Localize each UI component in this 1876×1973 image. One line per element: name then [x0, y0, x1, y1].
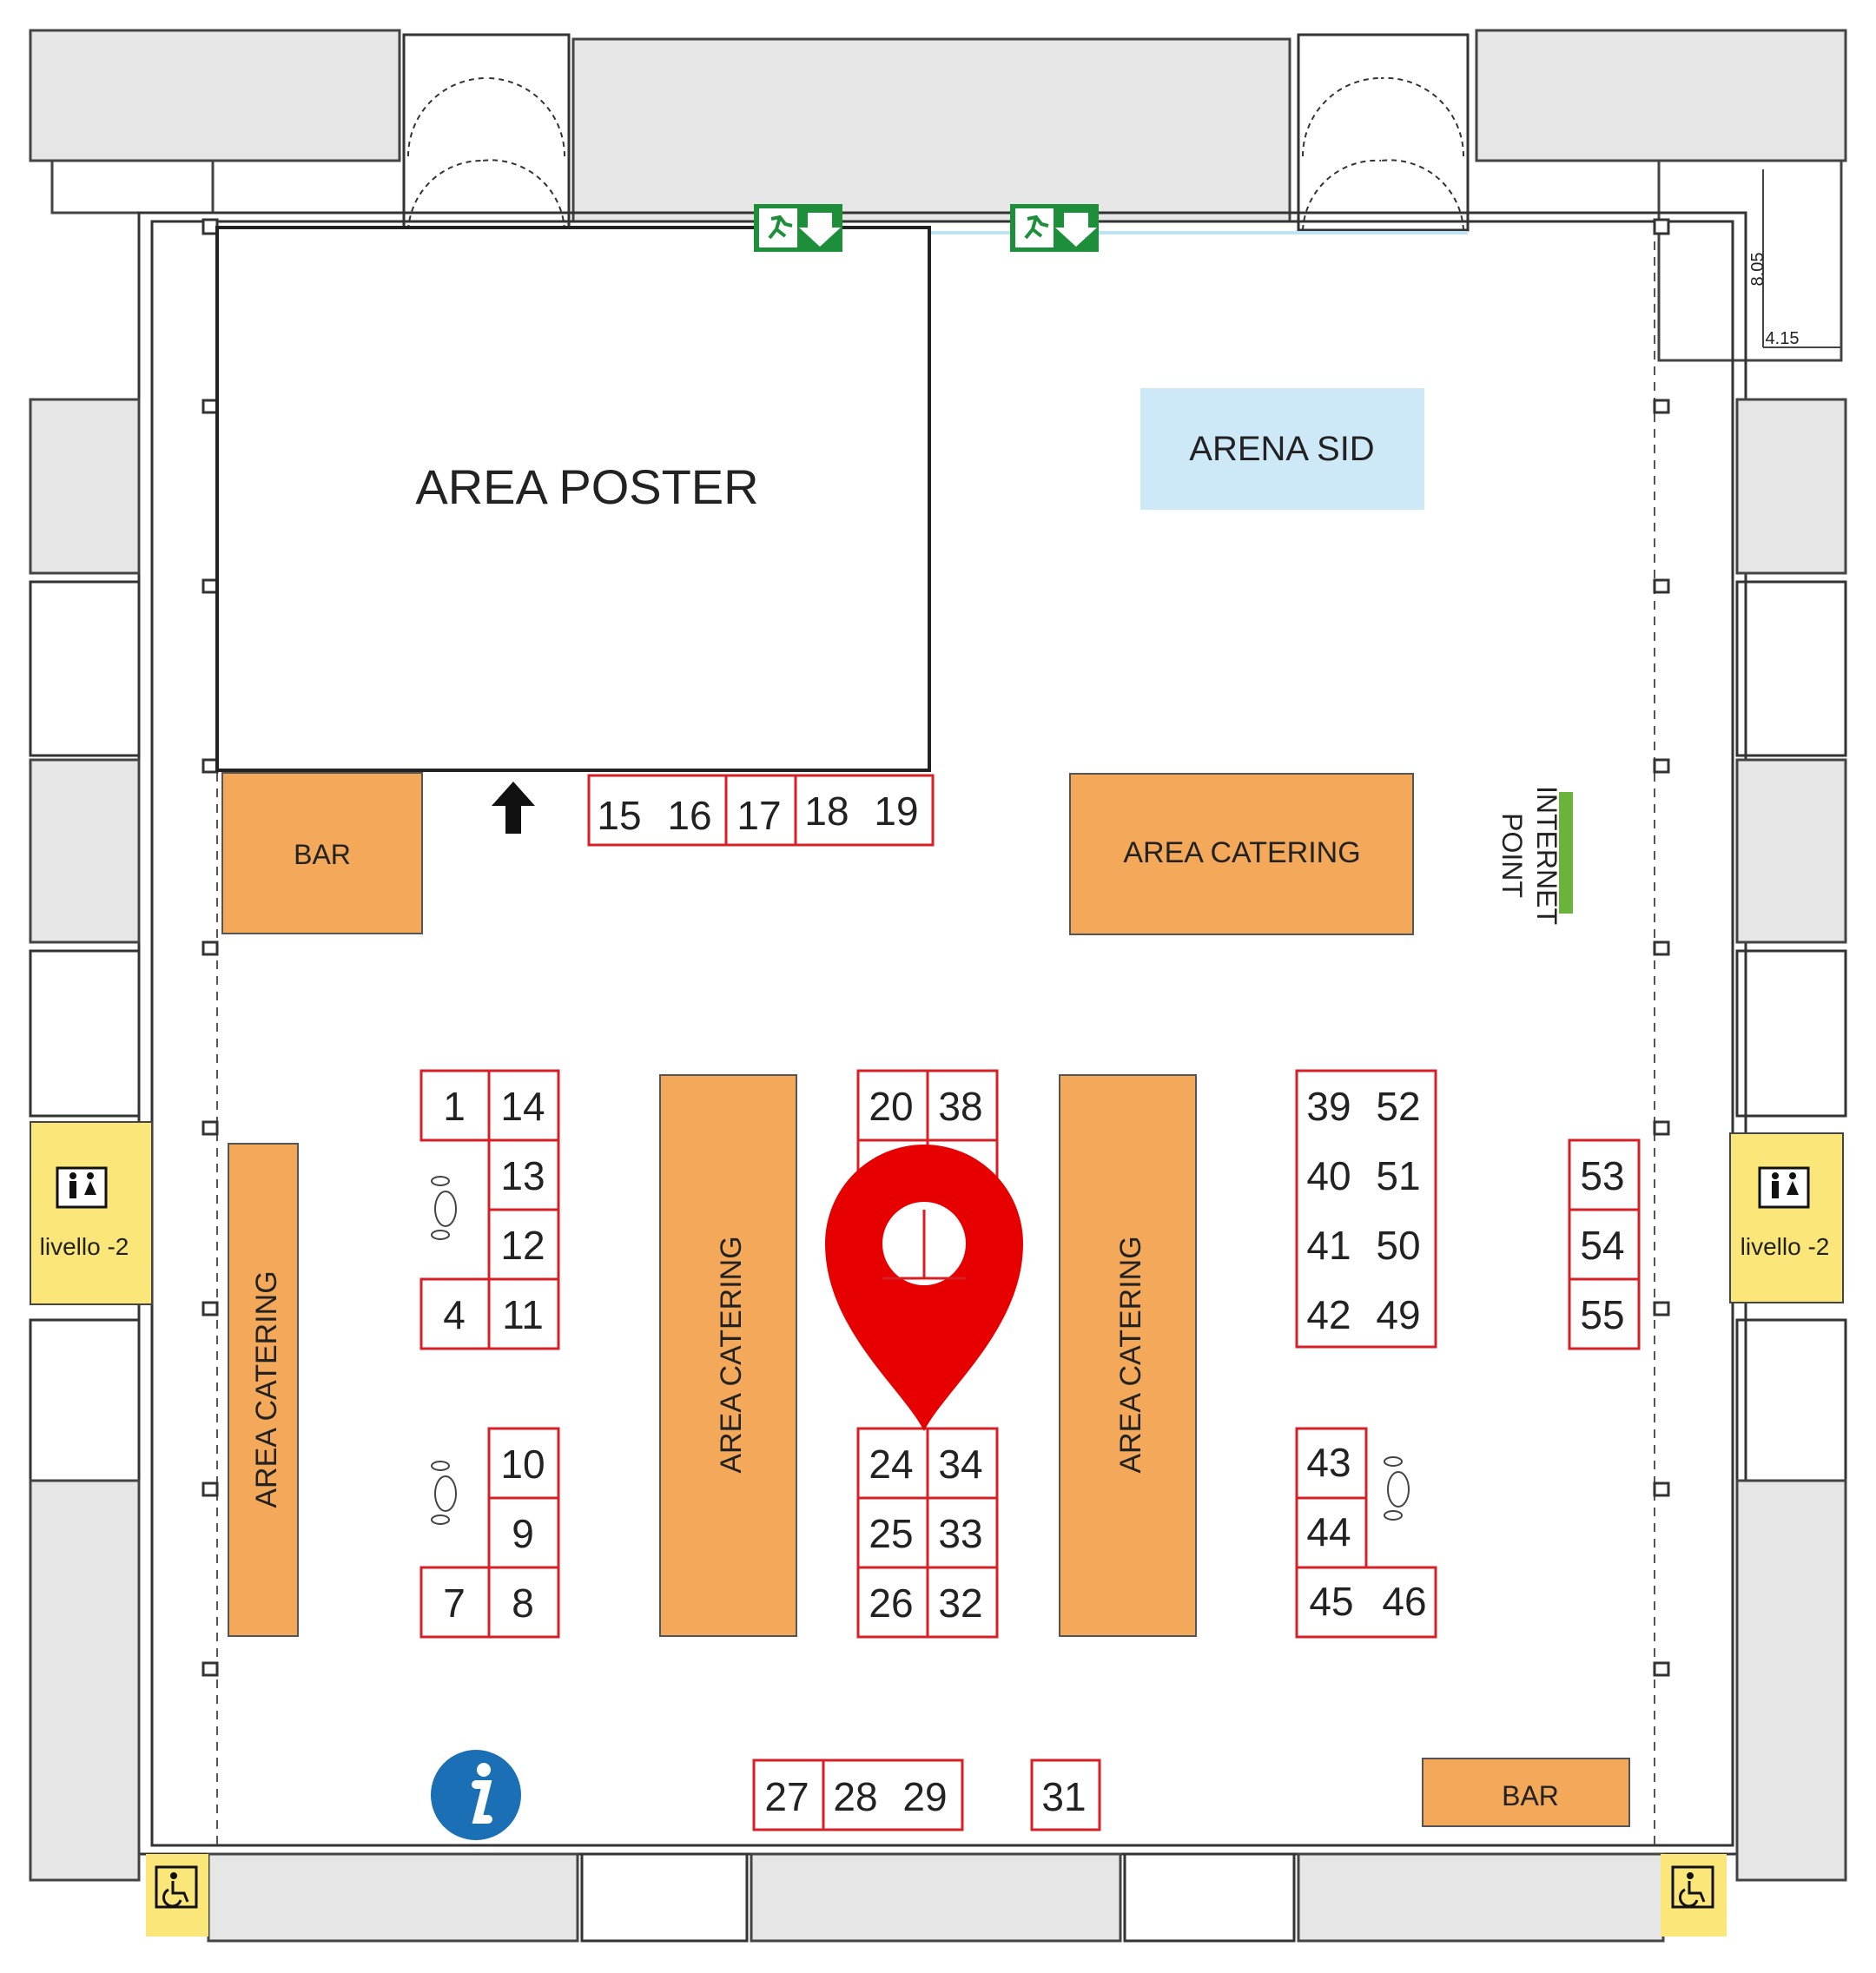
restroom-right-label: livello -2: [1741, 1233, 1830, 1260]
stand-20[interactable]: 20: [869, 1084, 913, 1129]
bar-label: BAR: [294, 839, 351, 870]
stand-51[interactable]: 51: [1376, 1153, 1420, 1198]
area-catering-top-label: AREA CATERING: [1123, 836, 1360, 869]
wheelchair-icon: [1661, 1854, 1727, 1937]
area-catering-left-label: AREA CATERING: [250, 1270, 283, 1508]
stand-54[interactable]: 54: [1580, 1223, 1624, 1268]
stand-24[interactable]: 24: [869, 1442, 913, 1487]
stand-25[interactable]: 25: [869, 1511, 913, 1556]
seating-icon: [431, 1176, 457, 1240]
stand-numbers: 15 16 17 18 19 1 14 13 12 4 11 10 9 7 8 …: [443, 789, 1624, 1819]
seating-icon: [1384, 1456, 1410, 1521]
stand-26[interactable]: 26: [869, 1580, 913, 1626]
stand-55[interactable]: 55: [1580, 1292, 1624, 1337]
emergency-exit-icon: [1010, 204, 1099, 252]
wheelchair-icon: [146, 1854, 208, 1937]
area-catering-mid-right[interactable]: AREA CATERING: [1059, 1074, 1197, 1637]
stand-31[interactable]: 31: [1041, 1774, 1086, 1819]
stand-41[interactable]: 41: [1306, 1223, 1351, 1268]
stand-11[interactable]: 11: [502, 1292, 544, 1337]
area-catering-mid-left-label: AREA CATERING: [715, 1236, 748, 1473]
stand-15[interactable]: 15: [597, 793, 641, 838]
bar-bottom-right[interactable]: BAR: [1422, 1758, 1630, 1827]
seating-icon: [431, 1461, 457, 1525]
stand-4[interactable]: 4: [443, 1292, 466, 1337]
internet-point[interactable]: INTERNET POINT: [1496, 786, 1573, 925]
stand-17[interactable]: 17: [737, 793, 781, 838]
dimension-height: 8.05: [1748, 253, 1767, 287]
dimension-width: 4.15: [1766, 329, 1800, 348]
arena-sid-label: ARENA SID: [1189, 430, 1374, 468]
stand-16[interactable]: 16: [667, 793, 711, 838]
stand-28[interactable]: 28: [833, 1774, 877, 1819]
bar-top-left[interactable]: BAR: [221, 772, 423, 934]
stand-45[interactable]: 45: [1309, 1579, 1353, 1624]
stand-27[interactable]: 27: [764, 1774, 809, 1819]
stand-7[interactable]: 7: [443, 1580, 466, 1626]
stand-44[interactable]: 44: [1306, 1509, 1351, 1554]
restroom-right[interactable]: livello -2: [1729, 1132, 1844, 1303]
stand-14[interactable]: 14: [500, 1084, 545, 1129]
stand-53[interactable]: 53: [1580, 1153, 1624, 1198]
internet-label-line1: INTERNET: [1531, 786, 1562, 925]
stand-13[interactable]: 13: [500, 1153, 545, 1198]
stand-50[interactable]: 50: [1376, 1223, 1420, 1268]
area-catering-mid-right-label: AREA CATERING: [1114, 1236, 1147, 1473]
stand-9[interactable]: 9: [512, 1511, 534, 1556]
bar-bottom-label: BAR: [1502, 1780, 1559, 1811]
stand-43[interactable]: 43: [1306, 1440, 1351, 1485]
stand-34[interactable]: 34: [938, 1442, 982, 1487]
emergency-exit-icon: [754, 204, 842, 252]
restroom-icon: [56, 1166, 108, 1209]
dimension-labels: 8.05 4.15: [1748, 169, 1841, 348]
area-catering-mid-left[interactable]: AREA CATERING: [659, 1074, 797, 1637]
internet-label-line2: POINT: [1496, 813, 1528, 898]
pillars: [201, 218, 1670, 1677]
restroom-icon: [1758, 1166, 1810, 1209]
stand-46[interactable]: 46: [1382, 1579, 1426, 1624]
stand-39[interactable]: 39: [1306, 1084, 1351, 1129]
stand-29[interactable]: 29: [902, 1774, 947, 1819]
up-arrow-icon: [492, 782, 535, 834]
stands: [419, 774, 1641, 1831]
stand-38[interactable]: 38: [938, 1084, 982, 1129]
stand-33[interactable]: 33: [938, 1511, 982, 1556]
stand-1[interactable]: 1: [443, 1084, 466, 1129]
stand-10[interactable]: 10: [500, 1442, 545, 1487]
stand-49[interactable]: 49: [1376, 1292, 1420, 1337]
info-icon[interactable]: [431, 1750, 521, 1840]
arena-sid[interactable]: ARENA SID: [1140, 388, 1424, 510]
restroom-left[interactable]: livello -2: [30, 1121, 153, 1305]
area-poster-label: AREA POSTER: [415, 459, 758, 514]
stand-12[interactable]: 12: [500, 1223, 545, 1268]
stand-40[interactable]: 40: [1306, 1153, 1351, 1198]
stand-18[interactable]: 18: [804, 789, 849, 834]
stand-42[interactable]: 42: [1306, 1292, 1351, 1337]
map-pin-icon[interactable]: [825, 1145, 1023, 1431]
area-catering-top[interactable]: AREA CATERING: [1069, 773, 1414, 935]
stand-52[interactable]: 52: [1376, 1084, 1420, 1129]
area-poster[interactable]: AREA POSTER: [215, 226, 931, 772]
stand-19[interactable]: 19: [874, 789, 918, 834]
stand-32[interactable]: 32: [938, 1580, 982, 1626]
area-catering-left[interactable]: AREA CATERING: [228, 1143, 299, 1637]
restroom-left-label: livello -2: [40, 1233, 129, 1260]
stand-8[interactable]: 8: [512, 1580, 534, 1626]
